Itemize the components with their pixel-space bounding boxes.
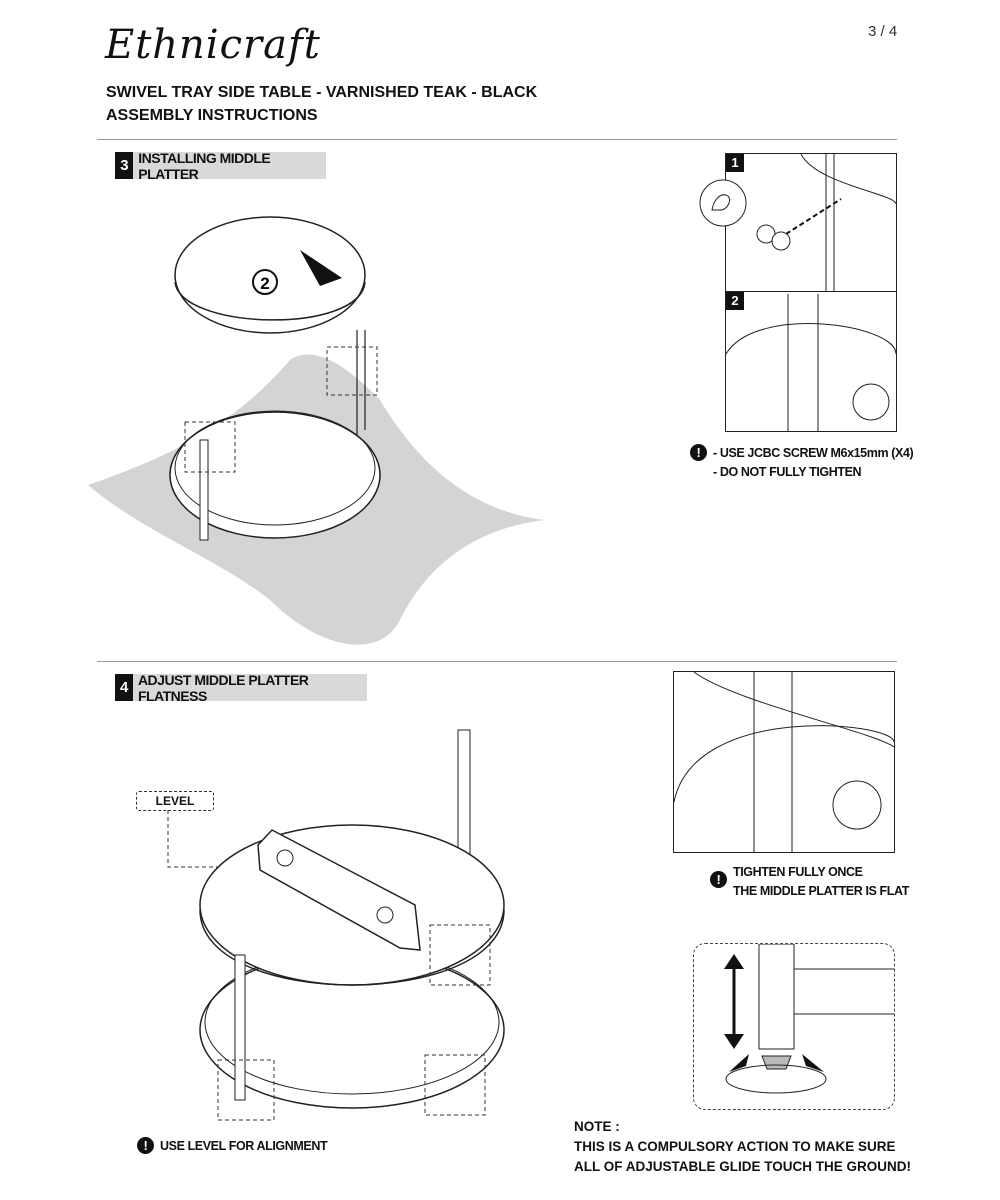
note-line: - DO NOT FULLY TIGHTEN [713, 465, 862, 479]
step-3-notes: ! - USE JCBC SCREW M6x15mm (X4) - DO NOT … [690, 444, 914, 482]
divider [97, 139, 897, 140]
step-4-heading: 4 ADJUST MIDDLE PLATTER FLATNESS [115, 671, 367, 704]
hand-icon [699, 179, 747, 227]
step-label: INSTALLING MIDDLE PLATTER [138, 149, 271, 182]
detail-number: 1 [726, 154, 744, 172]
note-line: USE LEVEL FOR ALIGNMENT [160, 1139, 328, 1153]
level-note: ! USE LEVEL FOR ALIGNMENT [137, 1137, 328, 1156]
detail-number: 2 [726, 292, 744, 310]
level-callout: LEVEL [136, 791, 214, 811]
note-line: - USE JCBC SCREW M6x15mm (X4) [713, 446, 914, 460]
arrow-icon [300, 250, 342, 286]
step-number: 3 [115, 152, 134, 179]
note-title: NOTE : [574, 1119, 620, 1134]
step-number: 4 [115, 674, 133, 701]
tighten-notes: ! TIGHTEN FULLY ONCE THE MIDDLE PLATTER I… [710, 863, 909, 901]
doc-subtitle: ASSEMBLY INSTRUCTIONS [106, 107, 318, 124]
warning-icon: ! [710, 871, 727, 888]
note-line: ALL OF ADJUSTABLE GLIDE TOUCH THE GROUND… [574, 1159, 911, 1174]
note-line: THE MIDDLE PLATTER IS FLAT [733, 884, 909, 898]
compulsory-note: NOTE : THIS IS A COMPULSORY ACTION TO MA… [574, 1117, 911, 1177]
step-label: ADJUST MIDDLE PLATTER FLATNESS [137, 671, 309, 704]
note-line: THIS IS A COMPULSORY ACTION TO MAKE SURE [574, 1139, 896, 1154]
step-3-heading: 3 INSTALLING MIDDLE PLATTER [115, 149, 326, 182]
step-4-illustration [167, 729, 505, 1121]
detail-panel: 1 2 [725, 153, 897, 432]
divider [97, 661, 897, 662]
detail-panel [673, 671, 895, 853]
note-line: TIGHTEN FULLY ONCE [733, 865, 863, 879]
product-title: SWIVEL TRAY SIDE TABLE - VARNISHED TEAK … [106, 84, 538, 101]
circle-number: 2 [260, 274, 269, 293]
glide-detail [693, 943, 895, 1110]
warning-icon: ! [690, 444, 707, 461]
warning-icon: ! [137, 1137, 154, 1154]
step-circle-icon [252, 269, 278, 295]
brand-logo: Ethnicraft [105, 22, 321, 68]
step-3-illustration: 2 [88, 216, 545, 645]
page-number: 3 / 4 [868, 23, 898, 40]
spirit-level [257, 829, 421, 951]
